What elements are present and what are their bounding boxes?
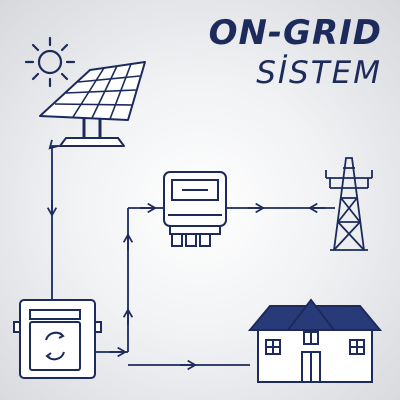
energy-meter-icon <box>163 171 227 247</box>
transmission-tower-icon <box>325 157 373 251</box>
house-icon <box>247 298 383 383</box>
solar-panel-icon <box>39 61 146 147</box>
title-line-1: ON-GRID <box>208 13 382 53</box>
title-line-2: SİSTEM <box>256 55 382 91</box>
inverter-icon <box>13 299 102 379</box>
sun-icon <box>24 36 76 88</box>
connection-lines <box>46 139 335 371</box>
